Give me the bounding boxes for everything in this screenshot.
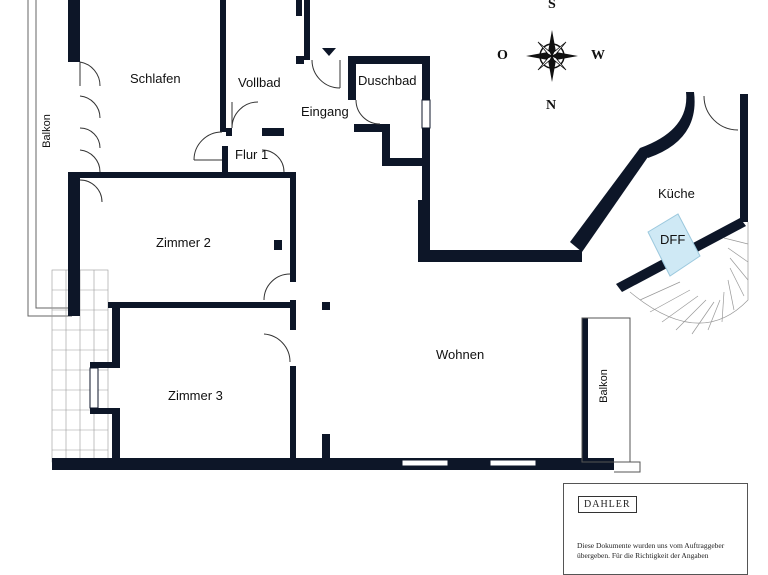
disclaimer-text: Diese Dokumente wurden uns vom Auftragge… (577, 541, 725, 560)
room-label-zimmer2: Zimmer 2 (156, 235, 211, 250)
right-balcony-outline (581, 317, 641, 473)
room-label-zimmer3: Zimmer 3 (168, 388, 223, 403)
balkon-label-right: Balkon (597, 369, 610, 403)
windows (89, 99, 537, 467)
balkon-label-left: Balkon (40, 114, 53, 148)
room-label-schlafen: Schlafen (130, 71, 181, 86)
walls (52, 0, 748, 470)
entrance-arrow (322, 48, 336, 56)
compass-north: N (546, 98, 557, 113)
room-label-vollbad: Vollbad (238, 75, 281, 90)
doors (79, 59, 739, 363)
left-balcony-outline (27, 0, 72, 317)
dff-skylight (647, 213, 701, 277)
dahler-logo: DAHLER (578, 496, 637, 513)
room-label-duschbad: Duschbad (358, 73, 417, 88)
room-label-eingang: Eingang (301, 104, 349, 119)
room-label-wohnen: Wohnen (436, 347, 485, 362)
compass-east: O (497, 48, 508, 63)
floor-plan (27, 0, 749, 473)
staircase (629, 222, 749, 335)
room-label-flur: Flur 1 (235, 147, 269, 162)
agency-info-box: DAHLER Diese Dokumente wurden uns vom Au… (563, 483, 748, 575)
compass-rose-icon (526, 30, 578, 82)
room-label-kueche: Küche (658, 186, 695, 201)
compass-south: S (548, 0, 556, 12)
room-label-dff: DFF (660, 232, 686, 247)
compass-west: W (591, 48, 605, 63)
